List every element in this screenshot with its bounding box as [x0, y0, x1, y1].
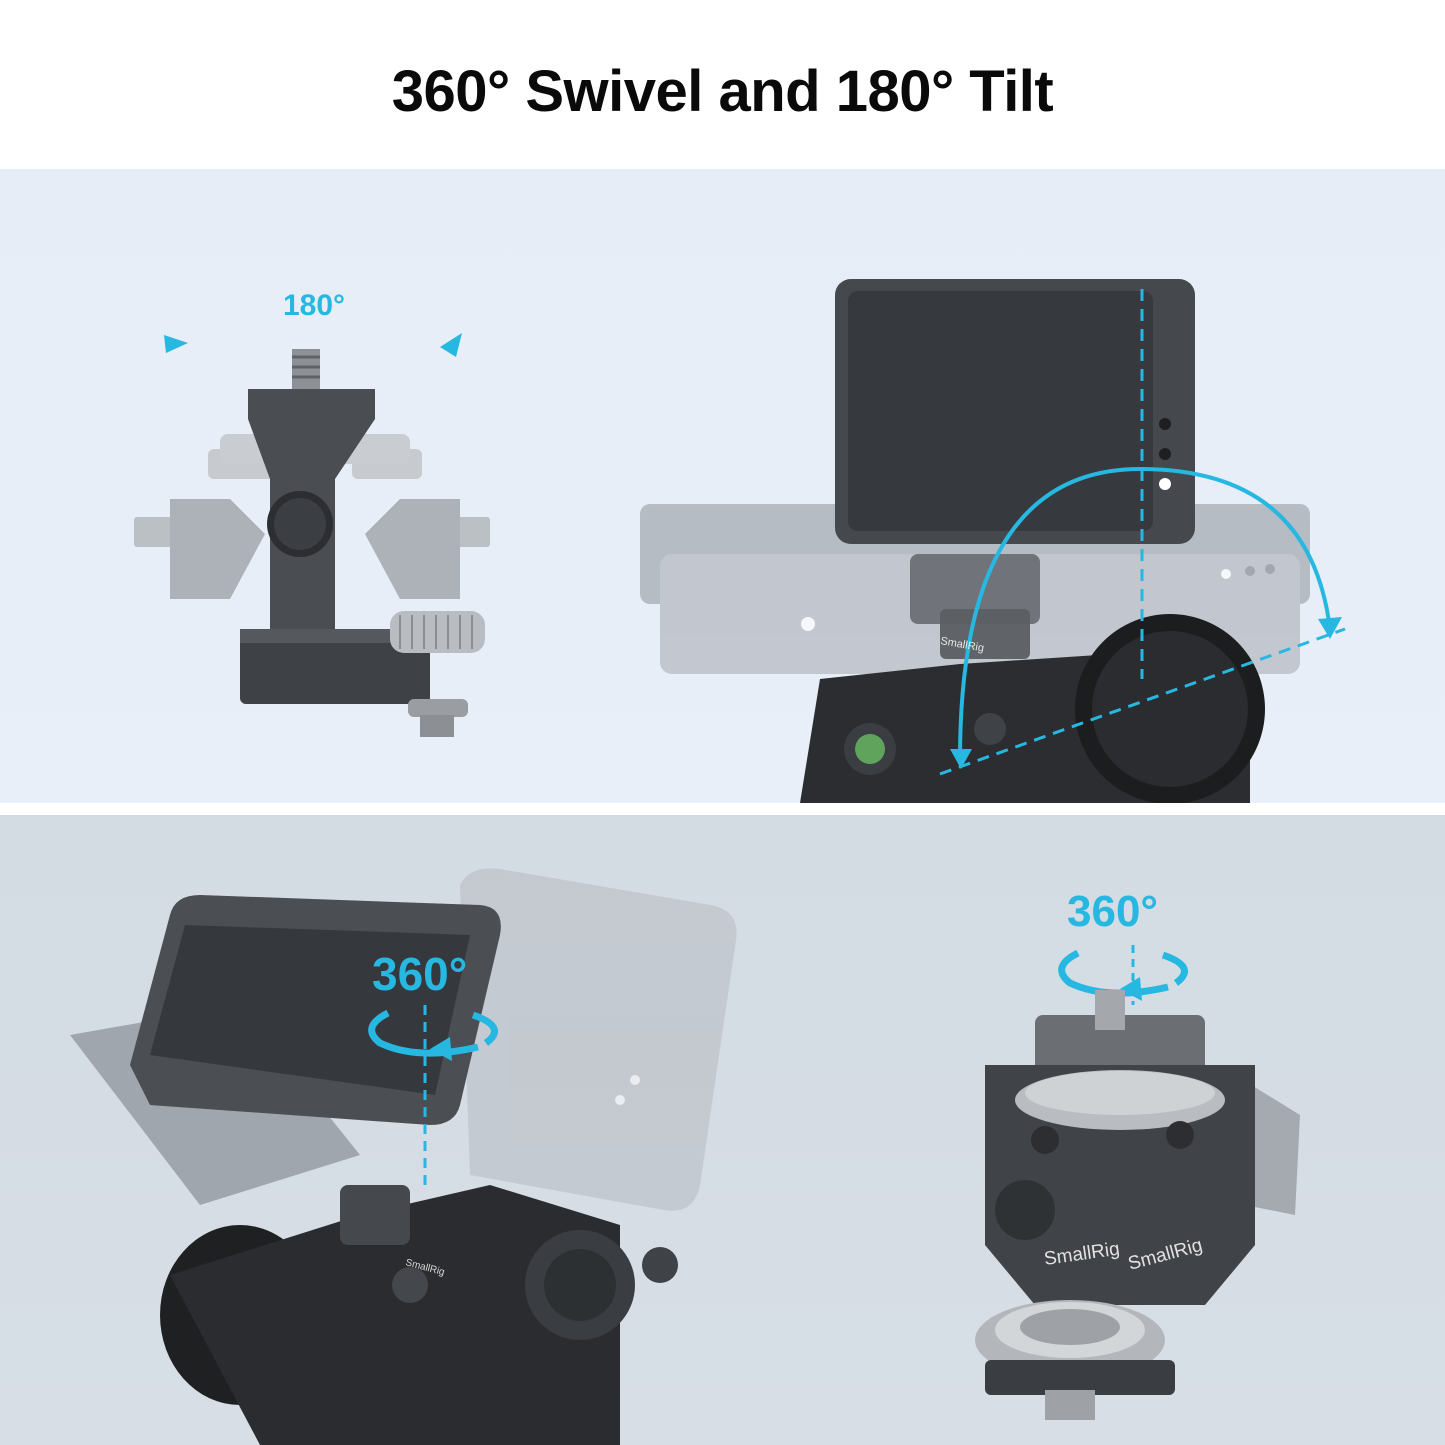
- monitor-swivel-on-camera-illustration: SmallRig: [70, 868, 737, 1445]
- swivel-panel: SmallRig 360° 360° SmallRig SmallRig: [0, 815, 1445, 1445]
- tilt-panel: 180°: [0, 169, 1445, 803]
- swivel-angle-label-left: 360°: [372, 948, 468, 1000]
- tilt-angle-label: 180°: [283, 289, 346, 322]
- page-title: 360° Swivel and 180° Tilt: [391, 59, 1054, 124]
- monitor-mount-closeup-illustration: SmallRig SmallRig: [975, 990, 1300, 1420]
- swivel-rotation-arrow-icon: [1058, 945, 1188, 1005]
- monitor-mount-tilt-illustration: [134, 349, 490, 737]
- tilt-range-arrows-icon: [164, 333, 462, 357]
- swivel-angle-label-right: 360°: [1067, 887, 1159, 936]
- swivel-rotation-arrow-icon: [368, 1009, 498, 1061]
- monitor-tilt-on-camera-illustration: SmallRig: [640, 279, 1346, 803]
